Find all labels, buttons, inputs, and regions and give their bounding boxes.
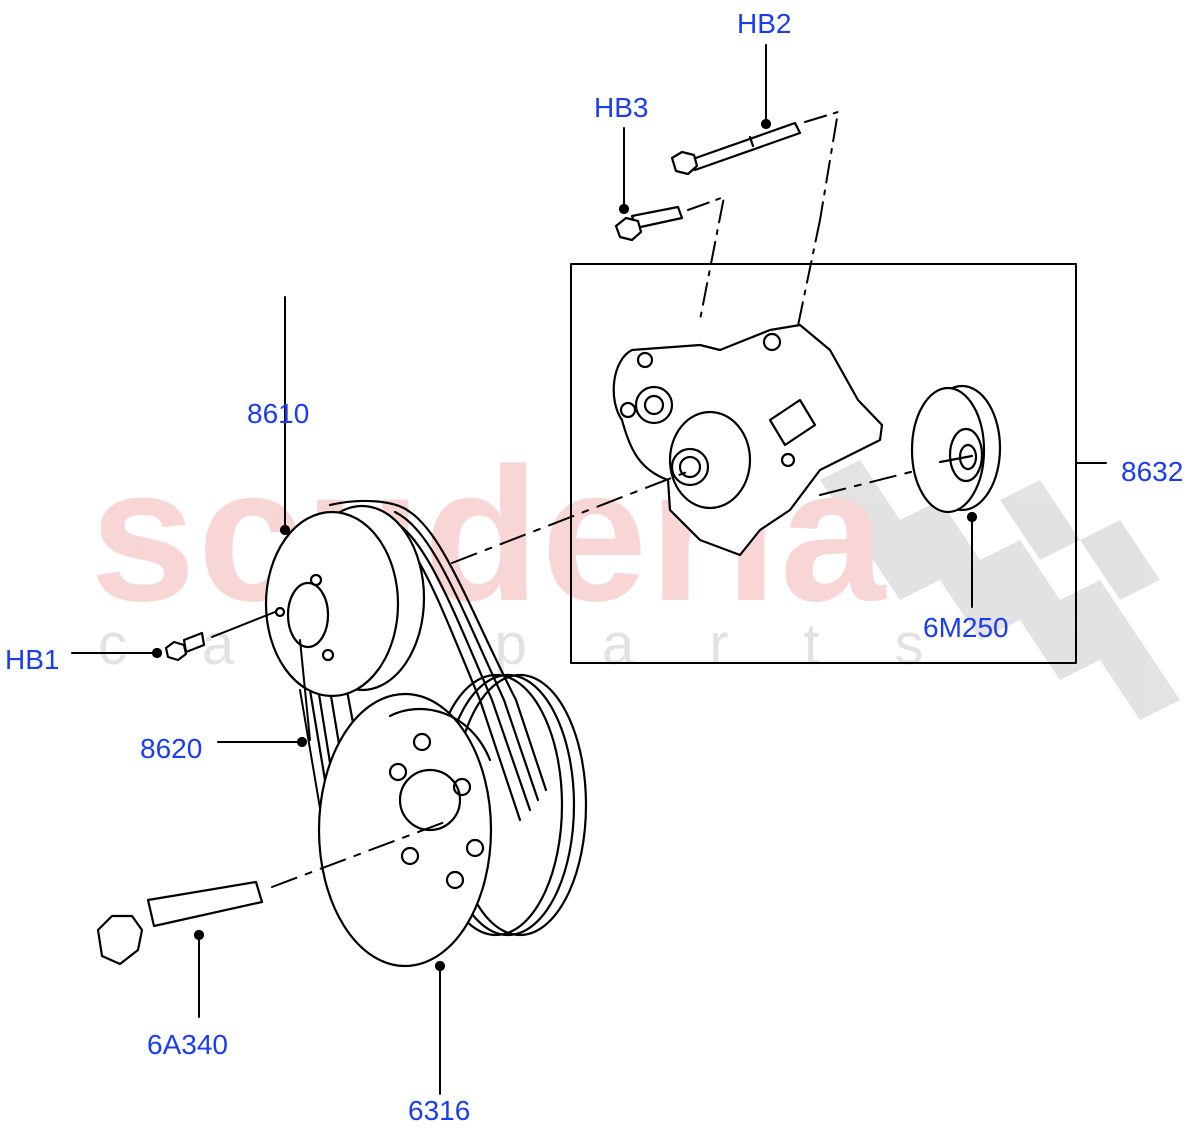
- idler-pulley-icon: [910, 384, 1002, 608]
- callout-hb2[interactable]: HB2: [737, 8, 792, 39]
- callout-8620[interactable]: 8620: [140, 733, 203, 764]
- callout-6a340[interactable]: 6A340: [147, 1029, 228, 1060]
- water-pump-icon: [612, 323, 884, 557]
- callout-6m250[interactable]: 6M250: [923, 612, 1009, 643]
- crankshaft-bolt-icon: [96, 819, 451, 1018]
- bolt-long-icon: [670, 44, 839, 461]
- callout-8632[interactable]: 8632: [1121, 456, 1184, 487]
- axis-line: [451, 469, 693, 564]
- callout-8610[interactable]: 8610: [247, 398, 310, 429]
- pulley-bolt-icon: [71, 611, 276, 662]
- bolt-short-icon: [614, 127, 725, 321]
- water-pump-pulley-icon: [264, 296, 426, 698]
- callout-hb1[interactable]: HB1: [5, 644, 60, 675]
- callout-6316[interactable]: 6316: [408, 1095, 471, 1126]
- crankshaft-pulley-front-icon: [217, 639, 493, 1095]
- callout-hb3[interactable]: HB3: [594, 92, 649, 123]
